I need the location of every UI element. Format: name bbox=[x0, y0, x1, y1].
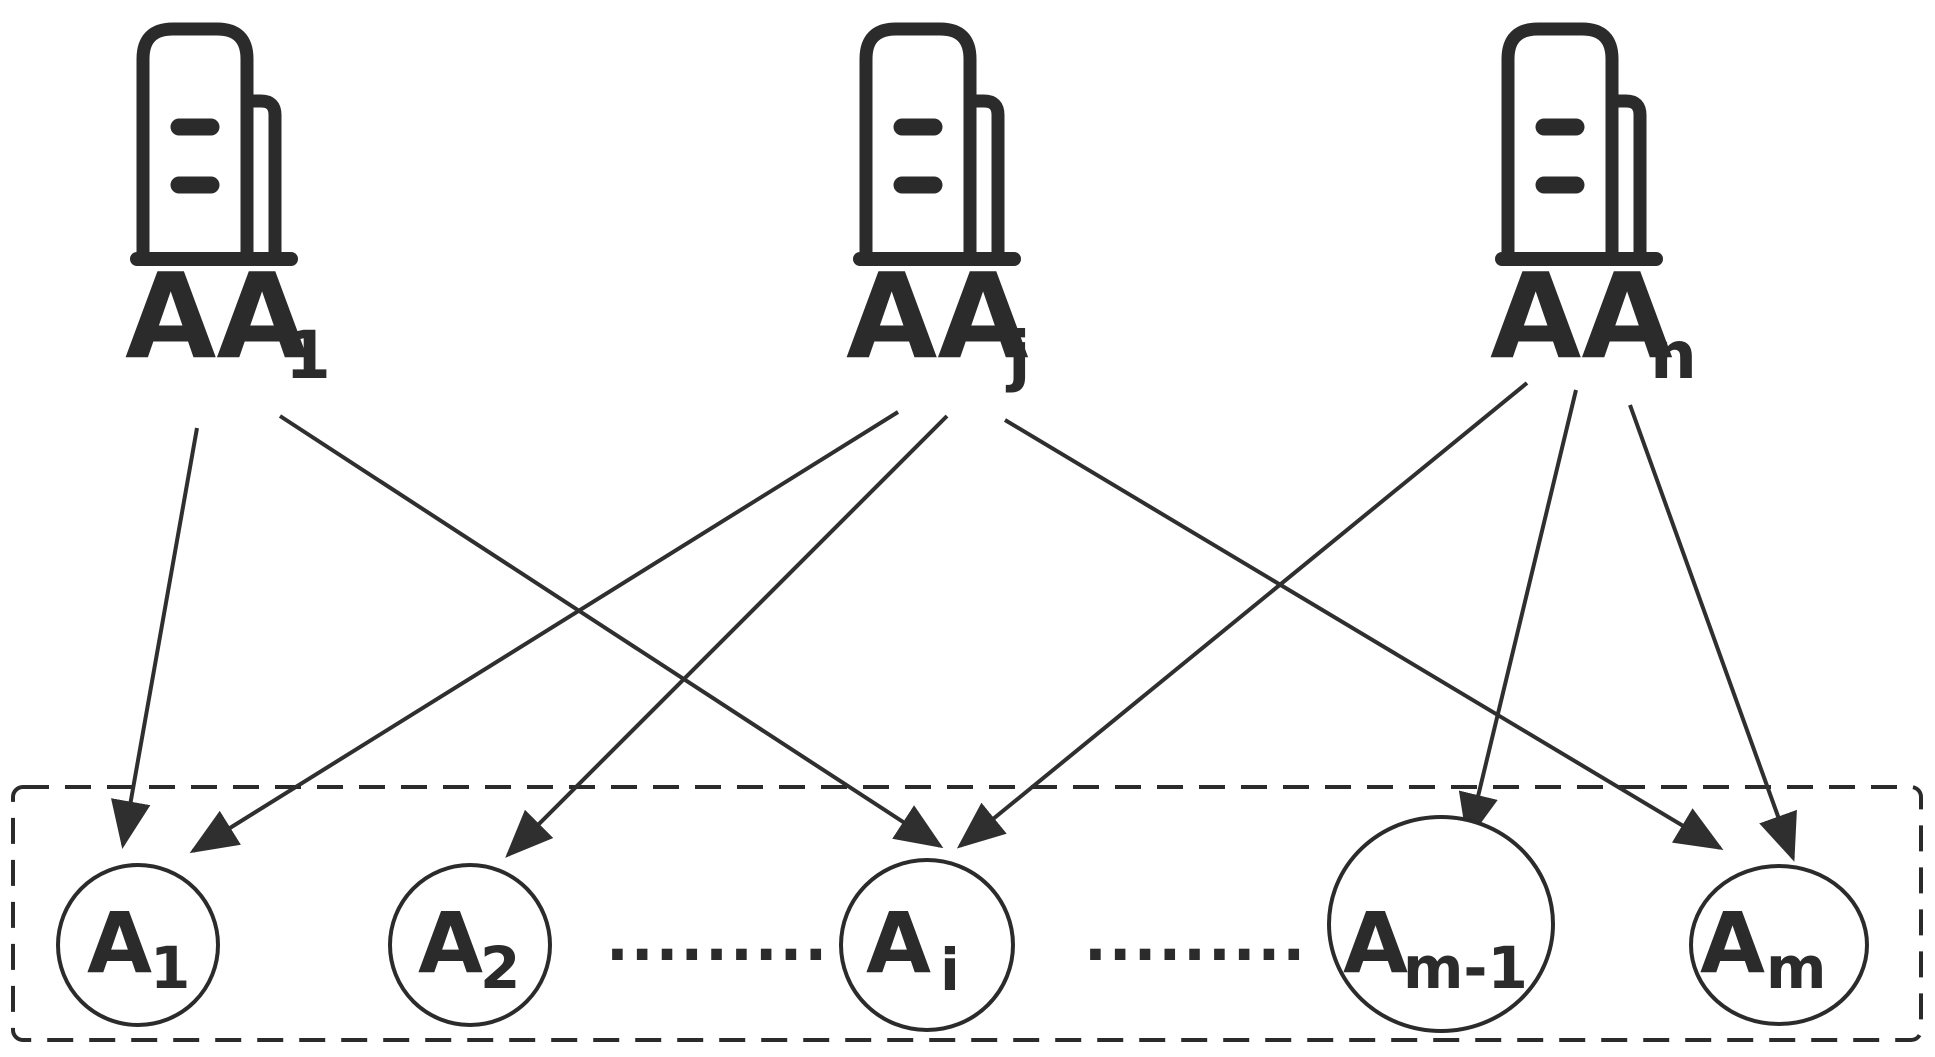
edge-aan-to-ai bbox=[956, 381, 1529, 849]
attribute-subscript: m-1 bbox=[1403, 934, 1528, 1002]
attribute-am1: A m-1 bbox=[1327, 815, 1555, 1033]
edge-aaj-to-am bbox=[1003, 418, 1724, 851]
attribute-subscript: 2 bbox=[480, 934, 520, 1002]
authority-subscript: j bbox=[1005, 317, 1031, 394]
attribute-ai: A i bbox=[839, 858, 1015, 1032]
attribute-am: A m bbox=[1689, 864, 1869, 1026]
attribute-subscript: 1 bbox=[150, 934, 190, 1002]
authority-subscript: 1 bbox=[285, 317, 331, 394]
building-icon bbox=[1502, 29, 1656, 259]
authority-label: AA bbox=[1490, 247, 1673, 385]
attribute-label: A bbox=[866, 894, 931, 992]
edge-aaj-to-a1 bbox=[189, 410, 900, 854]
attribute-label: A bbox=[1700, 894, 1765, 992]
attribute-label: A bbox=[87, 894, 152, 992]
edge-aan-to-am1 bbox=[1458, 389, 1578, 842]
authority-aa1: AA 1 bbox=[125, 29, 331, 394]
attribute-a1: A 1 bbox=[56, 863, 220, 1027]
authority-aan: AA n bbox=[1490, 29, 1697, 394]
authority-label: AA bbox=[846, 247, 1029, 385]
authority-label: AA bbox=[125, 247, 308, 385]
ellipsis-dots: ......... bbox=[1084, 905, 1307, 975]
authority-subscript: n bbox=[1650, 317, 1697, 394]
edge-aan-to-am bbox=[1628, 404, 1797, 862]
attribute-label: A bbox=[418, 894, 483, 992]
attribute-label: A bbox=[1343, 894, 1408, 992]
edges-layer bbox=[110, 381, 1797, 862]
building-icon bbox=[137, 29, 291, 259]
attribute-subscript: m bbox=[1766, 934, 1826, 1002]
edge-aa1-to-ai bbox=[278, 414, 944, 849]
attribute-a2: A 2 bbox=[388, 863, 552, 1027]
authority-aaj: AA j bbox=[846, 29, 1031, 394]
attribute-subscript: i bbox=[940, 936, 960, 1004]
building-icon bbox=[860, 29, 1014, 259]
edge-aaj-to-a2 bbox=[505, 414, 949, 858]
ellipsis-dots: ......... bbox=[606, 905, 829, 975]
attribute-group-box bbox=[11, 785, 1923, 1042]
edge-aa1-to-a1 bbox=[110, 427, 199, 849]
